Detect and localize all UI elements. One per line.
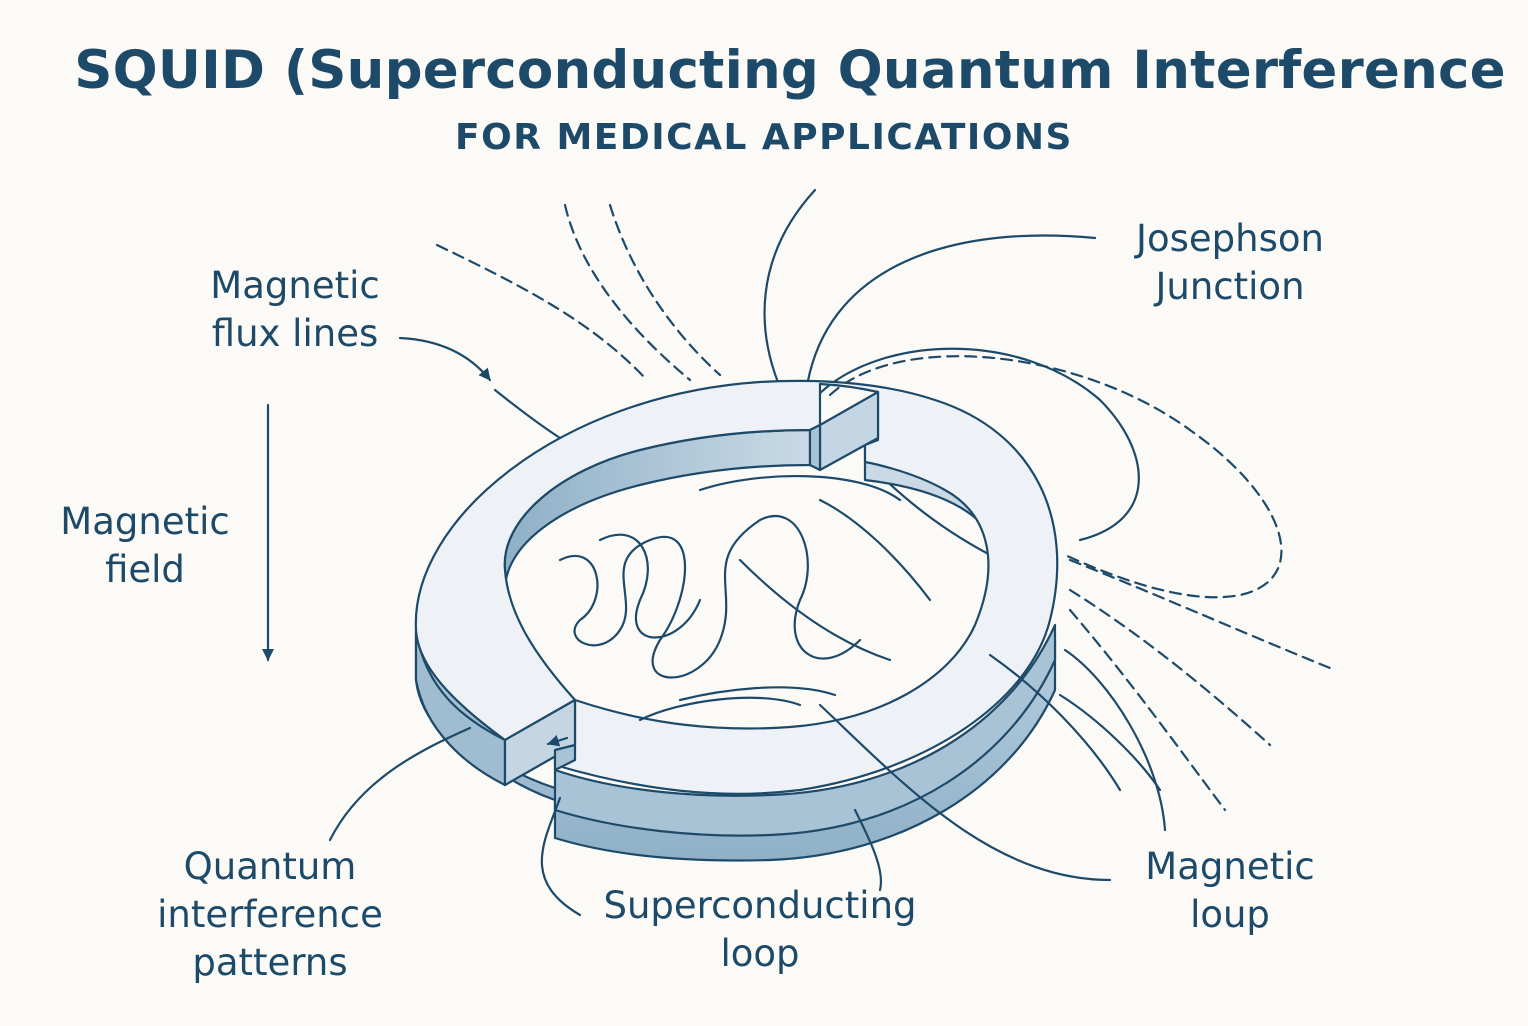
dashed-flux-lines xyxy=(435,203,1337,812)
josephson-junction-label: Josephson Junction xyxy=(1136,217,1324,308)
magnetic-flux-lines-label: Magnetic flux lines xyxy=(210,264,380,355)
interference-squiggles xyxy=(558,474,932,722)
quantum-patterns-leader xyxy=(328,726,472,842)
leader-lines xyxy=(262,336,1122,917)
diagram-subtitle: FOR MEDICAL APPLICATIONS xyxy=(455,117,1073,158)
flux-lines-leader-arrow xyxy=(398,336,492,382)
superconducting-loop-leader xyxy=(540,796,582,917)
quantum-interference-patterns-label: Quantum interference patterns xyxy=(157,845,383,984)
gap-arrow xyxy=(546,734,569,747)
diagram-title: SQUID (Superconducting Quantum Interfere… xyxy=(74,40,1506,101)
superconducting-loop-label: Superconducting loop xyxy=(603,884,917,975)
magnetic-loup-leader xyxy=(818,703,1112,882)
superconducting-ring xyxy=(414,379,1059,862)
magnetic-loup-label: Magnetic loup xyxy=(1145,845,1315,936)
magnetic-field-label: Magnetic field xyxy=(60,500,230,591)
